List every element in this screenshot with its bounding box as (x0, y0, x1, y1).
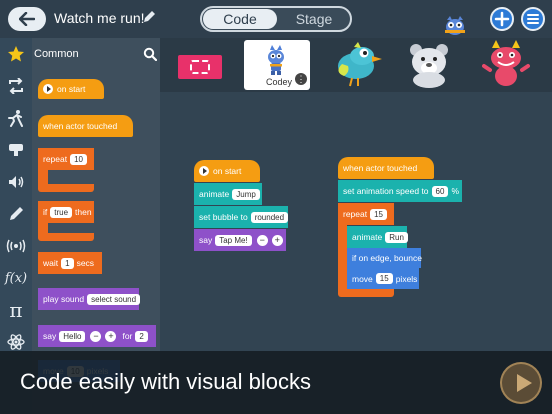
background-frame-icon (190, 60, 210, 74)
repeat-block-footer (38, 184, 94, 192)
if-block-body (38, 223, 48, 233)
add-button[interactable] (490, 7, 514, 31)
back-button[interactable] (8, 7, 46, 31)
script-when-touched-block[interactable]: when actor touched (338, 157, 434, 179)
plus-icon[interactable]: + (105, 330, 117, 342)
bear-actor[interactable] (404, 42, 456, 88)
play-icon (199, 166, 209, 176)
minus-icon[interactable]: − (256, 234, 268, 246)
search-icon[interactable] (143, 47, 157, 61)
repeat-block-body (38, 170, 48, 184)
bird-actor[interactable] (328, 42, 384, 88)
codey-actor-icon (268, 45, 284, 75)
pen-icon[interactable] (0, 202, 32, 226)
tab-code[interactable]: Code (203, 9, 277, 29)
script-repeat-body (338, 225, 347, 291)
monster-actor[interactable] (482, 40, 530, 88)
project-title[interactable]: Watch me run! (54, 10, 145, 26)
script-on-start-block[interactable]: on start (194, 160, 260, 182)
codey-avatar-icon[interactable] (442, 14, 468, 36)
pi-icon[interactable]: π (9, 298, 23, 322)
caption-text: Code easily with visual blocks (20, 369, 312, 394)
on-start-block[interactable]: on start (38, 79, 104, 99)
actor-info-icon[interactable]: ⋮ (295, 73, 307, 85)
tab-stage[interactable]: Stage (295, 11, 333, 27)
play-icon (43, 84, 53, 94)
caption-banner (0, 351, 552, 414)
hamburger-icon (527, 14, 539, 24)
menu-button[interactable] (521, 7, 545, 31)
back-arrow-icon (19, 12, 35, 26)
pencil-icon[interactable] (142, 10, 156, 24)
actor-name-label: Codey (266, 77, 293, 87)
sound-icon[interactable] (0, 170, 32, 194)
run-icon[interactable] (0, 106, 32, 130)
star-icon[interactable] (0, 42, 32, 66)
looks-icon[interactable] (0, 138, 32, 162)
script-repeat-footer (338, 289, 394, 297)
palette-category-title: Common (34, 48, 79, 60)
run-button[interactable] (500, 362, 542, 404)
signal-icon[interactable] (0, 234, 32, 258)
minus-icon[interactable]: − (90, 330, 102, 342)
code-stage-toggle: Code Stage (200, 6, 352, 32)
plus-icon[interactable]: + (271, 234, 283, 246)
loop-icon[interactable] (0, 74, 32, 98)
function-icon[interactable]: f(x) (4, 270, 28, 286)
script-bounce-block[interactable]: if on edge, bounce (347, 248, 422, 268)
atom-icon[interactable] (0, 330, 32, 354)
if-block-footer (38, 233, 94, 241)
plus-icon (494, 11, 510, 27)
when-actor-touched-block[interactable]: when actor touched (38, 115, 133, 137)
background-actor[interactable] (178, 55, 222, 79)
